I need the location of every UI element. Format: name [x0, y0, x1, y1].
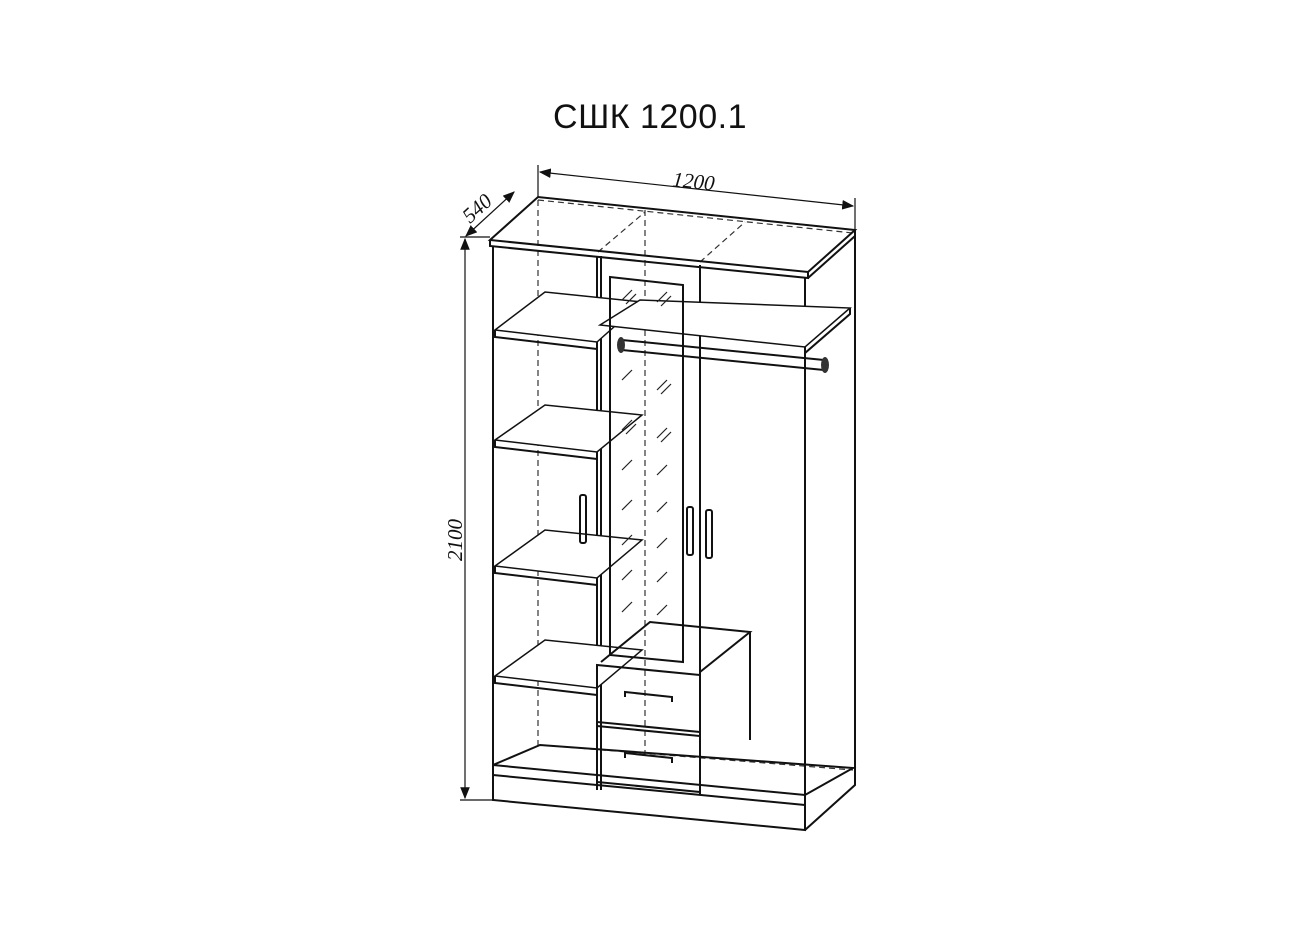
door-handle-icon — [579, 494, 587, 544]
drawer-handle-icon — [624, 751, 673, 763]
door-handle-icon — [686, 506, 694, 556]
drawer-handle-icon — [624, 690, 673, 702]
left-shelves — [492, 291, 644, 697]
depth-label: 540 — [457, 188, 497, 227]
door-handle-icon — [705, 509, 713, 559]
product-title: СШК 1200.1 — [553, 98, 747, 136]
dimension-width: 1200 — [537, 165, 856, 230]
drawer-top[interactable] — [596, 663, 701, 734]
dimension-height: 2100 — [443, 236, 495, 801]
top-panel — [487, 195, 858, 280]
height-label: 2100 — [443, 519, 467, 562]
drawer-bottom[interactable] — [596, 724, 701, 794]
mirror — [609, 275, 684, 664]
hanging-rod — [617, 337, 829, 373]
door-handles[interactable] — [579, 494, 713, 559]
dimension-depth: 540 — [457, 188, 515, 237]
drawer-unit — [600, 620, 753, 740]
right-shelf — [597, 299, 852, 356]
width-label: 1200 — [671, 167, 716, 195]
